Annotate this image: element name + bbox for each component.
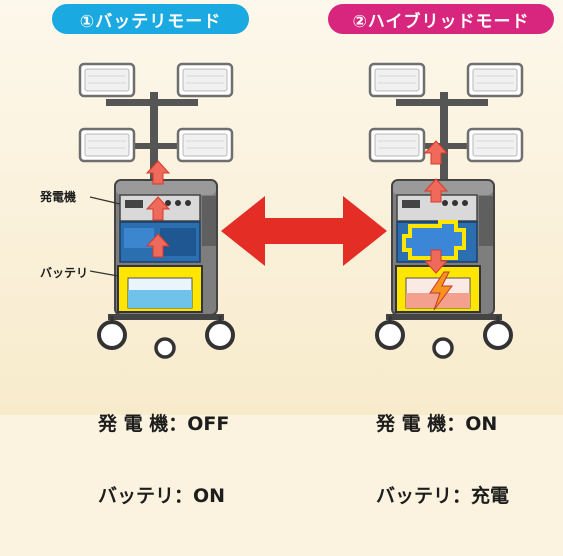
battery-mode-status: 発 電 機：OFF バッテリ：ON — [98, 364, 229, 556]
light-fixture-icon — [78, 62, 136, 98]
status-row-battery: バッテリ：ON — [98, 485, 226, 507]
light-fixture-icon — [466, 62, 524, 98]
light-fixture-icon — [176, 127, 234, 163]
illustration — [78, 62, 524, 359]
diagram-canvas: ①バッテリモード ②ハイブリッドモード — [0, 0, 563, 507]
hybrid-mode-title: ②ハイブリッドモード — [328, 4, 554, 34]
light-fixture-icon — [368, 62, 426, 98]
hybrid-mode-status: 発 電 機：ON バッテリ：充電 — [376, 364, 509, 556]
lightning-icon — [429, 271, 453, 311]
double-arrow-icon — [221, 196, 387, 266]
light-fixture-icon — [466, 127, 524, 163]
status-row-generator: 発 電 機：OFF — [98, 413, 230, 435]
battery-label: バッテリ — [40, 266, 89, 280]
light-fixture-icon — [368, 127, 426, 163]
generator-label: 発電機 — [40, 190, 77, 204]
battery-mode-tower — [78, 62, 235, 359]
battery-mode-title: ①バッテリモード — [52, 4, 249, 34]
light-fixture-icon — [78, 127, 136, 163]
status-row-battery: バッテリ：充電 — [376, 485, 510, 507]
light-fixture-icon — [176, 62, 234, 98]
status-row-generator: 発 電 機：ON — [376, 413, 498, 435]
hybrid-mode-tower — [368, 62, 524, 359]
